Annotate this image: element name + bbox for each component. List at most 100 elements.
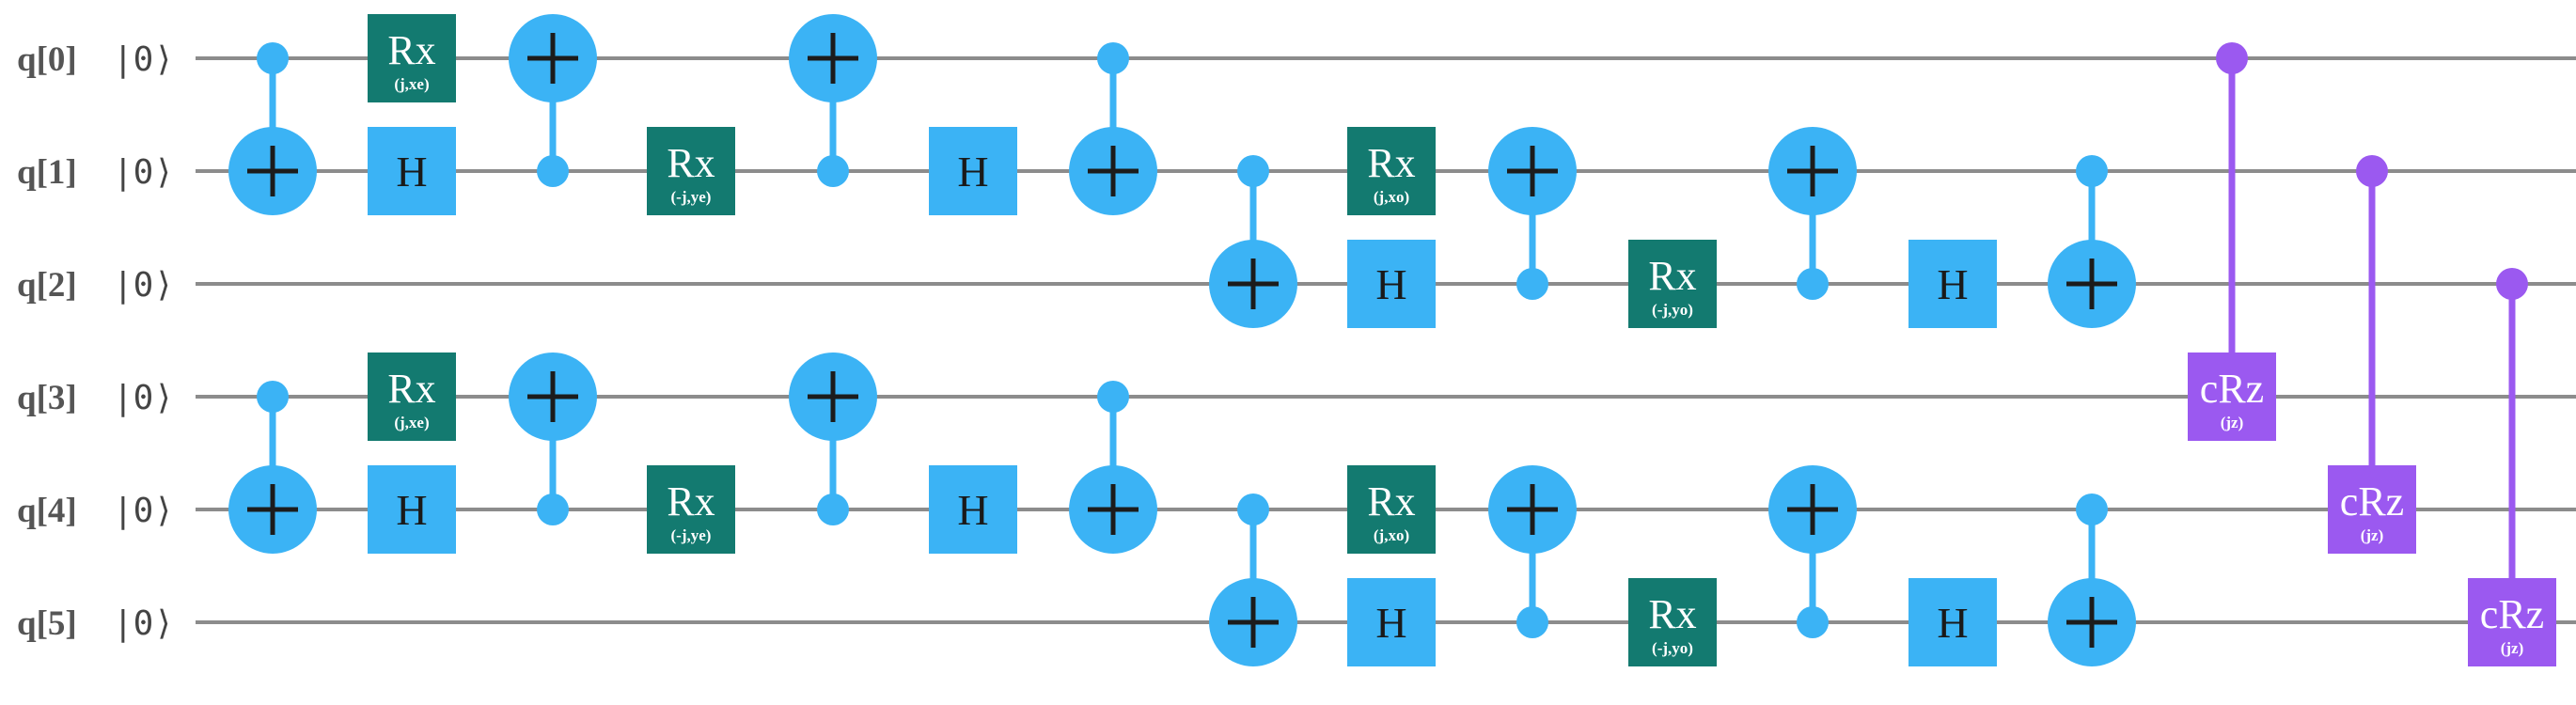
qubit-label: q[2] [17,266,77,305]
initial-state-ket: |0⟩ [113,492,174,530]
rx-gate: Rx(-j,yo) [1628,240,1717,328]
control-dot [1097,42,1129,74]
qubit-label: q[0] [17,40,77,79]
control-dot [1097,381,1129,413]
gate-box [368,465,456,554]
hadamard-gate: H [929,465,1017,554]
control-dot [1516,268,1548,300]
control-dot [1797,268,1829,300]
control-dot [537,155,569,187]
rx-gate: Rx (j,xo) [1347,127,1436,215]
gate-box [368,352,456,441]
gate-label: H [957,486,988,534]
gate-box [1908,240,1997,328]
cnot-gate [228,42,317,215]
gate-label: Rx [667,478,715,525]
cnot-gate [509,14,597,187]
hadamard-gate: H [1347,240,1436,328]
gate-label: H [396,148,427,196]
gate-box [2328,465,2416,554]
gate-box [647,127,735,215]
gate-label: cRz [2200,366,2264,412]
cnot-gate [1069,381,1157,554]
gate-box [1628,578,1717,666]
gate-label: H [1937,260,1968,308]
gate-label: H [957,148,988,196]
control-dot [1237,494,1269,525]
hadamard-gate: H [1908,240,1997,328]
gate-parameter: (j,xe) [394,75,429,93]
gate-box [929,465,1017,554]
initial-state-ket: |0⟩ [113,604,174,643]
rx-gate: Rx (-j,ye) [647,127,735,215]
crz-gate: cRz(jz) [2468,268,2556,666]
qubit-labels: q[0]|0⟩q[1]|0⟩q[2]|0⟩q[3]|0⟩q[4]|0⟩q[5]|… [17,40,174,643]
gate-box [1628,240,1717,328]
cnot-gate [789,14,877,187]
control-dot [2356,155,2388,187]
gate-label: Rx [667,140,715,186]
qubit-label: q[5] [17,604,77,643]
initial-state-ket: |0⟩ [113,40,174,79]
gate-parameter: (-j,yo) [1652,639,1693,657]
cnot-gate [1768,465,1857,638]
gate-parameter: (j,xe) [394,414,429,431]
gate-box [1347,240,1436,328]
gate-box [1347,578,1436,666]
gate-label: Rx [1367,140,1415,186]
control-dot [1797,606,1829,638]
gate-box [2468,578,2556,666]
cnot-gate [2048,155,2136,328]
cnot-gate [1488,127,1577,300]
circuit-operations: Rx(j,xe)HRx(j,xe)HRx(-j,ye)Rx(-j,ye)HHRx… [228,14,2556,666]
gate-label: H [1937,599,1968,647]
gate-label: Rx [1648,591,1696,637]
hadamard-gate: H [368,465,456,554]
cnot-gate [1488,465,1577,638]
rx-gate: Rx (-j,yo) [1628,578,1717,666]
crz-gate: cRz(jz) [2328,155,2416,554]
gate-box [1347,127,1436,215]
hadamard-gate: H [1347,578,1436,666]
hadamard-gate: H [368,127,456,215]
qubit-label: q[1] [17,153,77,192]
gate-parameter: (j,xo) [1374,188,1409,206]
control-dot [817,155,849,187]
gate-parameter: (-j,yo) [1652,301,1693,319]
initial-state-ket: |0⟩ [113,153,174,192]
control-dot [1237,155,1269,187]
gate-label: H [1375,260,1406,308]
rx-gate: Rx(-j,ye) [647,465,735,554]
gate-parameter: (jz) [2221,414,2244,431]
hadamard-gate: H [929,127,1017,215]
gate-label: Rx [387,366,435,412]
crz-gate: cRz (jz) [2188,42,2276,441]
gate-parameter: (-j,ye) [671,188,712,206]
control-dot [2076,155,2108,187]
gate-parameter: (j,xo) [1374,526,1409,544]
cnot-gate [1209,155,1297,328]
cnot-gate [228,381,317,554]
gate-label: Rx [1367,478,1415,525]
gate-label: cRz [2340,478,2404,525]
gate-box [368,14,456,102]
initial-state-ket: |0⟩ [113,379,174,417]
rx-gate: Rx (j,xe) [368,352,456,441]
cnot-gate [789,352,877,525]
gate-box [929,127,1017,215]
gate-label: Rx [387,27,435,73]
hadamard-gate: H [1908,578,1997,666]
gate-label: cRz [2480,591,2544,637]
qubit-label: q[4] [17,492,77,530]
gate-box [1908,578,1997,666]
control-dot [1516,606,1548,638]
gate-box [647,465,735,554]
gate-label: H [396,486,427,534]
control-dot [817,494,849,525]
initial-state-ket: |0⟩ [113,266,174,305]
cnot-gate [1209,494,1297,666]
cnot-gate [2048,494,2136,666]
cnot-gate [1768,127,1857,300]
cnot-gate [509,352,597,525]
